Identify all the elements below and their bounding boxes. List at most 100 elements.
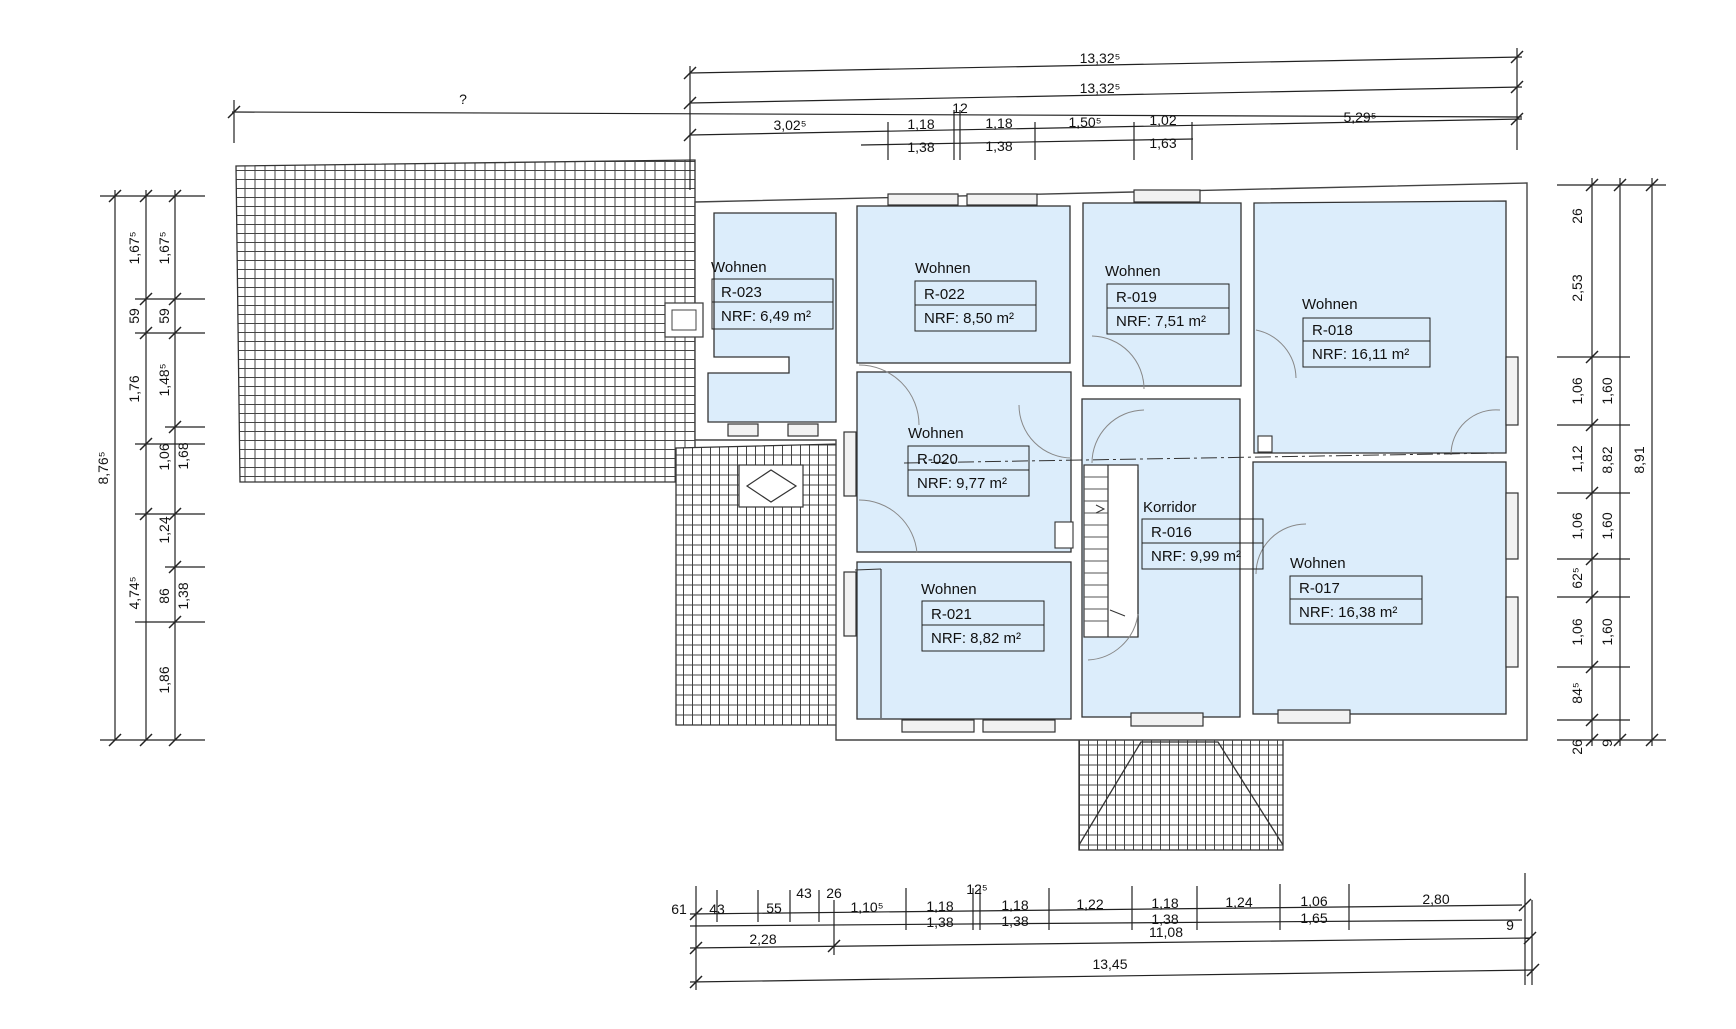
room-id: R-022 (924, 286, 965, 303)
room-use: Wohnen (1105, 263, 1161, 280)
room-id: R-016 (1151, 524, 1192, 541)
dim-bottom-lower-4: 1,65 (1300, 910, 1327, 926)
dim-left-b5: 86 (156, 588, 172, 604)
dim-bottom-3: 55 (766, 900, 782, 916)
room-area: NRF: 8,50 m² (924, 310, 1014, 327)
dim-left-a2: 59 (126, 308, 142, 324)
dim-right-a8: 26 (1569, 739, 1585, 755)
dim-bottom-2: 43 (709, 901, 725, 917)
dim-top-lower-3: 1,63 (1149, 135, 1176, 151)
room-label-r-021: Wohnen R-021 NRF: 8,82 m² (921, 581, 1045, 652)
room-use: Wohnen (915, 260, 971, 277)
dim-left-a4: 1,06 (156, 443, 172, 470)
room-id: R-021 (931, 606, 972, 623)
dim-unknown: ? (459, 91, 467, 107)
room-id: R-017 (1299, 580, 1340, 597)
room-r-019 (1082, 202, 1242, 387)
dim-right-a7: 84⁵ (1569, 682, 1585, 703)
dim-left-b7: 1,86 (156, 666, 172, 693)
dim-left-b3: 1,48⁵ (156, 363, 172, 396)
door-arcs (854, 329, 1501, 718)
dim-right-a4: 1,06 (1569, 512, 1585, 539)
dim-bottom-6: 1,10⁵ (850, 899, 883, 915)
dim-bottom-4: 43 (796, 885, 812, 901)
dim-top-4: 1,50⁵ (1068, 114, 1101, 130)
dim-right-a9: 9 (1599, 739, 1615, 747)
left-dimensions: 8,76⁵ 1,67⁵ 59 1,76 1,06 1,24 4,74⁵ 1,67… (95, 189, 205, 747)
room-area: NRF: 8,82 m² (931, 630, 1021, 647)
dim-right-b4: 1,60 (1599, 618, 1615, 645)
dim-right-total-b: 8,91 (1631, 446, 1647, 473)
dim-right-a5: 62⁵ (1569, 567, 1585, 588)
dim-bottom-sub-b: 11,08 (1149, 924, 1183, 940)
dim-bottom-10: 1,22 (1076, 896, 1103, 912)
room-r-022 (856, 205, 1071, 364)
roof-left (235, 159, 696, 483)
dim-right-a1: 26 (1569, 208, 1585, 224)
room-r-017 (1252, 461, 1507, 715)
room-label-r-023: Wohnen R-023 NRF: 6,49 m² (711, 259, 834, 330)
dim-left-a1: 1,67⁵ (126, 231, 142, 264)
room-label-r-020: Wohnen R-020 NRF: 9,77 m² (907, 425, 1030, 497)
dim-bottom-lower-2: 1,38 (1001, 913, 1028, 929)
dim-overall-second: 13,32⁵ (1080, 80, 1121, 96)
dim-top-2: 1,18 (907, 116, 934, 132)
room-area: NRF: 9,99 m² (1151, 548, 1241, 565)
dim-left-a5: 1,24 (156, 516, 172, 543)
room-use: Korridor (1143, 499, 1196, 516)
dim-bottom-13: 1,06 (1300, 893, 1327, 909)
room-use: Wohnen (1290, 555, 1346, 572)
room-r-023 (707, 212, 837, 423)
dim-bottom-14: 2,80 (1422, 891, 1449, 907)
room-area: NRF: 16,11 m² (1312, 346, 1409, 363)
dim-right-b3: 1,60 (1599, 512, 1615, 539)
dim-left-b4: 1,68 (175, 442, 191, 469)
dim-top-5: 1,02 (1149, 112, 1176, 128)
room-area: NRF: 6,49 m² (721, 308, 811, 325)
dim-left-b6: 1,38 (175, 582, 191, 609)
room-area: NRF: 9,77 m² (917, 475, 1007, 492)
room-id: R-019 (1116, 289, 1157, 306)
dim-bottom-12: 1,24 (1225, 894, 1252, 910)
room-label-r-017: Wohnen R-017 NRF: 16,38 m² (1289, 555, 1423, 625)
dim-bottom-5: 26 (826, 885, 842, 901)
dim-bottom-1: 61 (671, 901, 687, 917)
room-id: R-023 (721, 284, 762, 301)
dim-left-b1: 1,67⁵ (156, 231, 172, 264)
dim-left-b2: 59 (156, 308, 172, 324)
dim-bottom-7: 1,18 (926, 898, 953, 914)
dim-bottom-lower-3: 1,38 (1151, 911, 1178, 927)
bottom-dimensions: 61 43 55 43 26 1,10⁵ 1,18 12⁵ 1,18 1,22 … (671, 873, 1540, 990)
dim-top-6: 5,29⁵ (1343, 109, 1376, 125)
room-label-r-019: Wohnen R-019 NRF: 7,51 m² (1105, 263, 1230, 335)
roof-lower-left (675, 443, 839, 726)
dim-wall-12: 12 (952, 100, 968, 116)
room-id: R-018 (1312, 322, 1353, 339)
dim-left-total: 8,76⁵ (95, 451, 111, 484)
dim-bottom-11: 1,18 (1151, 895, 1178, 911)
room-use: Wohnen (921, 581, 977, 598)
dim-bottom-9: 1,18 (1001, 897, 1028, 913)
dim-top-3: 1,18 (985, 115, 1012, 131)
room-label-r-022: Wohnen R-022 NRF: 8,50 m² (914, 260, 1037, 332)
dim-bottom-total: 13,45 (1092, 956, 1127, 972)
staircase (1083, 464, 1139, 638)
dim-bottom-lower-1: 1,38 (926, 914, 953, 930)
room-use: Wohnen (908, 425, 964, 442)
roof-bottom (1078, 738, 1284, 851)
room-label-r-018: Wohnen R-018 NRF: 16,11 m² (1302, 296, 1431, 368)
dim-right-b2: 1,60 (1599, 377, 1615, 404)
dim-bottom-end: 9 (1506, 917, 1514, 933)
room-id: R-020 (917, 451, 958, 468)
room-label-r-016: Korridor R-016 NRF: 9,99 m² (1141, 499, 1264, 570)
dim-top-lower-2: 1,38 (985, 138, 1012, 154)
dim-right-b1: 2,53 (1569, 274, 1585, 301)
dim-top-1: 3,02⁵ (773, 117, 806, 133)
dim-right-a3: 1,12 (1569, 445, 1585, 472)
dim-left-a3: 1,76 (126, 375, 142, 402)
room-r-021 (856, 561, 1072, 720)
room-area: NRF: 7,51 m² (1116, 313, 1206, 330)
top-dimensions: 13,32⁵ 13,32⁵ ? 12 3,02⁵ 1,18 1,18 1,50⁵… (227, 48, 1524, 190)
room-r-016 (1081, 398, 1241, 718)
